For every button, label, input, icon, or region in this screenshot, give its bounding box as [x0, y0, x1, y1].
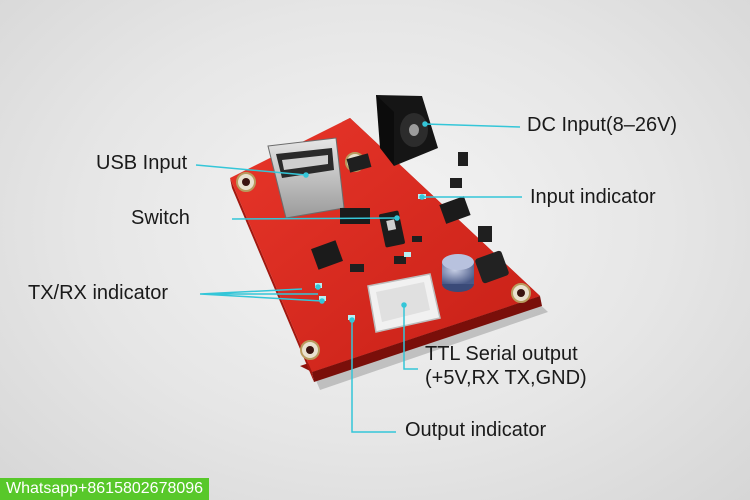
- chips: [311, 152, 509, 284]
- ttl-serial-output-label: TTL Serial output: [425, 343, 578, 365]
- usb-input-label: USB Input: [96, 152, 188, 174]
- switch-label: Switch: [131, 207, 190, 229]
- ttl-pins-label: (+5V,RX TX,GND): [425, 367, 587, 389]
- input-indicator-label: Input indicator: [530, 186, 656, 208]
- leader-lines: [195, 121, 522, 433]
- pcb-edge-left: [230, 178, 314, 382]
- dc-jack: [376, 95, 438, 166]
- usb-connector: [267, 137, 345, 219]
- contact-watermark: Whatsapp+8615802678096: [0, 478, 210, 500]
- txrx-indicator-label: TX/RX indicator: [28, 282, 169, 304]
- output-indicator-label: Output indicator: [405, 419, 547, 441]
- dc-input-label: DC Input(8–26V): [527, 114, 678, 136]
- pcb-edge-front: [312, 296, 542, 382]
- capacitor: [442, 254, 474, 292]
